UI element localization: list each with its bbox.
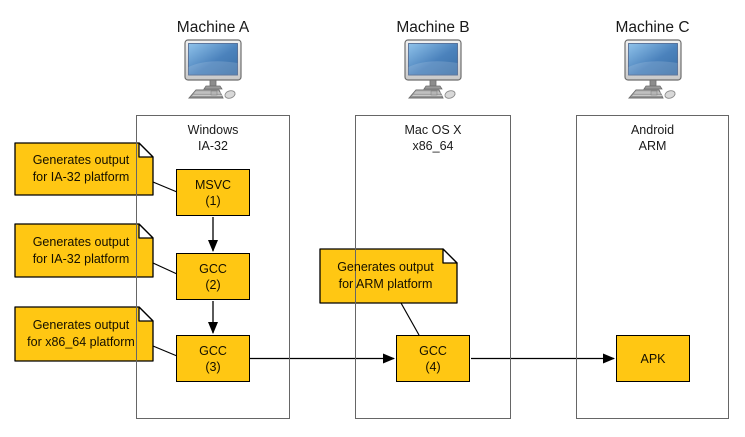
os-name: Windows	[187, 123, 239, 137]
node-step: (1)	[205, 193, 221, 208]
os-arch: IA-32	[198, 139, 228, 153]
connector-note3-gcc3	[152, 345, 178, 357]
note-line: Generates output	[32, 318, 130, 332]
os-arch: ARM	[638, 139, 667, 153]
computer-icon-machine-a	[184, 39, 242, 101]
note-line: for IA-32 platform	[32, 251, 130, 266]
node-gcc-3: GCC (3)	[176, 335, 250, 382]
machine-c-container: Android ARM	[576, 115, 729, 419]
note-ia32-1: Generates output for IA-32 platform	[15, 143, 153, 195]
note-shape-arm	[319, 248, 458, 304]
computer-icon-machine-b	[404, 39, 462, 101]
machine-c-os-label: Android ARM	[577, 122, 728, 154]
note-arm: Generates output for ARM platform	[320, 249, 457, 303]
node-label: GCC	[199, 261, 227, 276]
machine-a-title: Machine A	[176, 19, 250, 36]
machine-a-os-label: Windows IA-32	[137, 122, 289, 154]
machine-b-container: Mac OS X x86_64	[355, 115, 511, 419]
machine-c-title: Machine C	[615, 19, 690, 36]
computer-icon-machine-c	[624, 39, 682, 101]
note-line: for ARM platform	[338, 277, 433, 291]
note-line: Generates output	[32, 234, 130, 249]
node-msvc-1: MSVC (1)	[176, 169, 250, 216]
node-step: (2)	[205, 277, 221, 292]
machine-b-os-label: Mac OS X x86_64	[356, 122, 510, 154]
note-shape-x86-64	[14, 306, 154, 362]
node-label: GCC	[199, 343, 227, 358]
node-step: (3)	[205, 359, 221, 374]
node-gcc-4: GCC (4)	[396, 335, 470, 382]
node-label: MSVC	[194, 177, 232, 192]
node-label: GCC	[419, 343, 447, 358]
connector-note2-gcc2	[152, 262, 178, 275]
os-name: Android	[630, 123, 675, 137]
node-label: APK	[640, 351, 666, 366]
os-arch: x86_64	[412, 139, 454, 153]
note-x86-64: Generates output for x86_64 platform	[15, 307, 153, 361]
note-line: Generates output	[32, 153, 130, 167]
note-shape-ia32-1	[14, 142, 154, 196]
note-line: for x86_64 platform	[27, 335, 135, 349]
connector-note1-msvc	[152, 181, 178, 193]
node-gcc-2: GCC (2)	[176, 253, 250, 300]
machine-b-title: Machine B	[396, 19, 470, 36]
connector-note4-gcc4	[400, 302, 420, 336]
node-apk: APK	[616, 335, 690, 382]
note-ia32-2: Generates output for IA-32 platform	[15, 224, 153, 277]
note-shape-ia32-2	[14, 223, 154, 278]
node-step: (4)	[425, 359, 441, 374]
os-name: Mac OS X	[404, 123, 462, 137]
note-line: Generates output	[337, 260, 434, 274]
note-line: for IA-32 platform	[32, 170, 130, 184]
machine-a-container: Windows IA-32	[136, 115, 290, 419]
